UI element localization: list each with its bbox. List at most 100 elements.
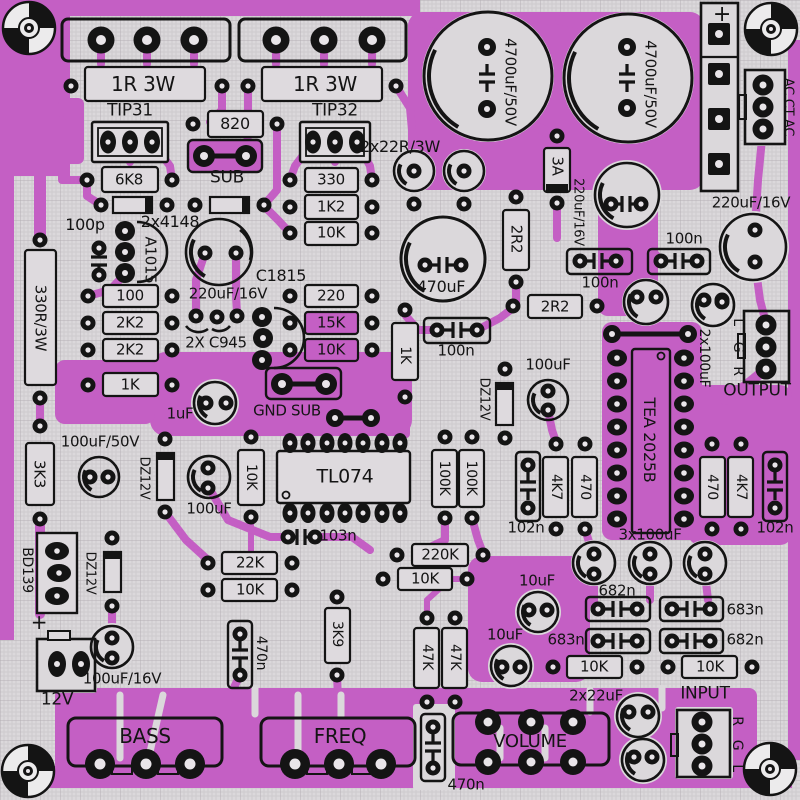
pad-hole bbox=[665, 664, 671, 670]
pad-hole bbox=[56, 570, 62, 576]
resistor-outline bbox=[260, 65, 384, 103]
resistor-outline bbox=[303, 193, 360, 221]
pad-hole bbox=[669, 606, 675, 612]
copper-trace bbox=[58, 116, 91, 184]
pad-hole bbox=[305, 440, 311, 446]
pad-hole bbox=[142, 35, 152, 45]
pad-hole bbox=[324, 440, 330, 446]
pad-hole bbox=[513, 194, 519, 200]
pad-hole bbox=[752, 227, 758, 233]
pad-hole bbox=[324, 510, 330, 516]
pad-hole bbox=[702, 551, 708, 557]
pad-hole bbox=[647, 571, 653, 577]
pad-hole bbox=[305, 510, 311, 516]
pad-hole bbox=[105, 474, 111, 480]
capacitor-outline bbox=[690, 282, 736, 328]
pad-hole bbox=[289, 758, 301, 770]
pad-hole bbox=[319, 35, 329, 45]
transistor-arc bbox=[136, 220, 169, 284]
12v-connector-notch bbox=[47, 630, 71, 641]
pad-hole bbox=[342, 510, 348, 516]
pad-hole bbox=[402, 394, 408, 400]
pad-hole bbox=[369, 204, 375, 210]
pad-hole bbox=[595, 606, 601, 612]
pad-hole bbox=[762, 365, 770, 373]
transistor-arc bbox=[184, 325, 209, 334]
pad-hole bbox=[87, 474, 93, 480]
pad-hole bbox=[614, 424, 620, 430]
pad-hole bbox=[411, 168, 417, 174]
pad-hole bbox=[634, 638, 640, 644]
capacitor-symbol bbox=[767, 472, 783, 500]
copper-pour bbox=[55, 688, 757, 772]
board-island bbox=[700, 2, 740, 192]
pad-hole bbox=[164, 202, 170, 208]
capacitor-symbol bbox=[584, 253, 612, 269]
pad-hole bbox=[474, 327, 480, 333]
pad-hole bbox=[553, 441, 559, 447]
pad-hole bbox=[681, 424, 687, 430]
pad-hole bbox=[37, 395, 43, 401]
pad-hole bbox=[513, 279, 519, 285]
mounting-mark bbox=[768, 767, 772, 771]
pad-hole bbox=[334, 594, 340, 600]
board-island bbox=[35, 637, 97, 693]
pad-hole bbox=[658, 258, 664, 264]
pad-hole bbox=[430, 724, 436, 730]
pad-hole bbox=[544, 607, 550, 613]
capacitor-polarity-mark bbox=[427, 49, 460, 129]
resistor-outline bbox=[101, 371, 160, 398]
pad-hole bbox=[452, 615, 458, 621]
pad-hole bbox=[715, 30, 723, 38]
pad-hole bbox=[614, 516, 620, 522]
capacitor-polarity-mark bbox=[94, 639, 106, 663]
ic-tea2025b-outline bbox=[630, 347, 672, 535]
resistor-outline bbox=[206, 109, 265, 139]
board-island bbox=[413, 704, 455, 790]
pad-hole bbox=[322, 380, 330, 388]
pad-hole bbox=[184, 758, 196, 770]
pad-hole bbox=[568, 717, 578, 727]
pad-hole bbox=[54, 548, 60, 554]
pad-hole bbox=[424, 615, 430, 621]
resistor-outline bbox=[303, 166, 360, 194]
pad-hole bbox=[37, 423, 43, 429]
pad-hole bbox=[752, 259, 758, 265]
board-island bbox=[422, 10, 554, 142]
pad-hole bbox=[614, 447, 620, 453]
pad-hole bbox=[274, 121, 280, 127]
pad-hole bbox=[310, 139, 316, 145]
resistor-outline bbox=[526, 293, 584, 320]
capacitor-polarity-mark bbox=[191, 469, 203, 493]
resistor-outline bbox=[101, 283, 160, 309]
pad-hole bbox=[380, 576, 386, 582]
pad-hole bbox=[162, 509, 168, 515]
capacitor-outline bbox=[192, 380, 238, 426]
resistor-outline bbox=[236, 448, 266, 507]
connector-outline bbox=[60, 17, 232, 63]
pad-hole bbox=[681, 378, 687, 384]
pad-hole bbox=[526, 607, 532, 613]
pad-hole bbox=[78, 661, 84, 667]
pad-hole bbox=[200, 152, 208, 160]
pad-hole bbox=[762, 343, 770, 351]
pad-hole bbox=[223, 400, 229, 406]
pad-hole bbox=[109, 655, 115, 661]
pad-hole bbox=[260, 335, 266, 341]
pad-hole bbox=[245, 83, 251, 89]
resistor-outline bbox=[396, 566, 454, 592]
pad-hole bbox=[287, 320, 293, 326]
mounting-mark bbox=[2, 771, 28, 797]
capacitor-outline bbox=[646, 247, 712, 276]
pad-hole bbox=[233, 250, 239, 256]
pad-hole bbox=[122, 228, 128, 234]
pad-hole bbox=[334, 672, 340, 678]
mounting-mark bbox=[28, 745, 54, 771]
pad-hole bbox=[85, 382, 91, 388]
pad-hole bbox=[332, 415, 338, 421]
pad-hole bbox=[631, 754, 637, 760]
pad-hole bbox=[715, 70, 723, 78]
pad-hole bbox=[577, 258, 583, 264]
pad-hole bbox=[203, 400, 209, 406]
pad-hole bbox=[84, 177, 90, 183]
